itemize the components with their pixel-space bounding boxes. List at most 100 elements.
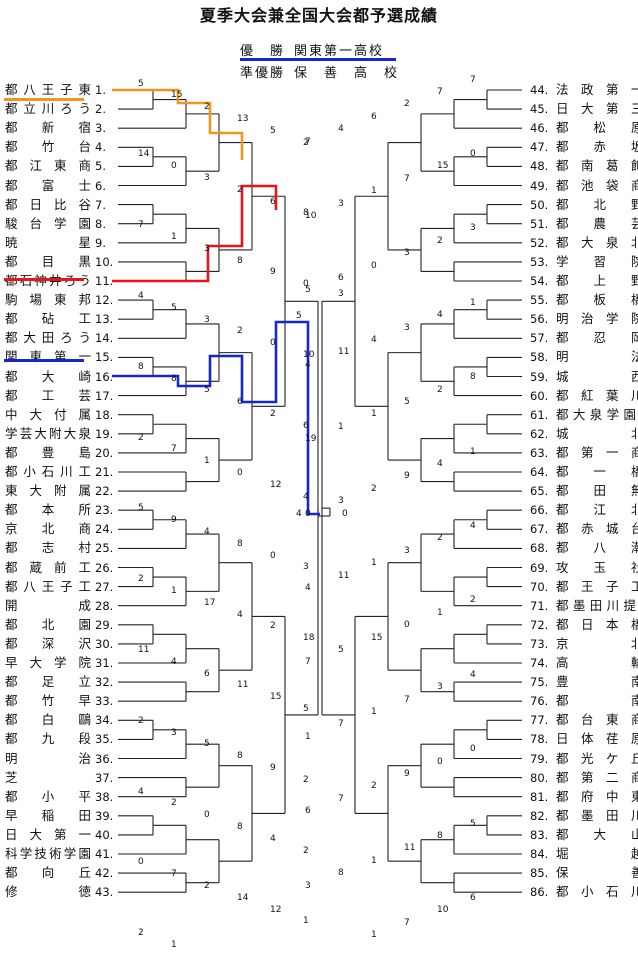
left-team-number: 31.: [95, 656, 114, 670]
right-score: 2: [371, 484, 377, 494]
left-team-number: 12.: [95, 293, 114, 308]
left-score: 2: [270, 409, 276, 419]
left-team-name: 都小石川工: [5, 464, 91, 479]
left-score: 9: [270, 267, 276, 277]
left-team-name: 芝: [5, 769, 18, 785]
right-team-name: 攻 玉 社: [556, 559, 638, 575]
right-team-number: 57.: [530, 331, 549, 346]
right-team-number: 81.: [530, 789, 549, 804]
right-team-number: 53.: [530, 254, 549, 269]
left-team-number: 29.: [95, 617, 114, 632]
left-score: 0: [270, 338, 276, 348]
left-score: 2: [138, 716, 144, 726]
left-score: 5: [204, 739, 210, 749]
left-score: 17: [204, 598, 215, 608]
left-score: 9: [171, 515, 177, 525]
right-team-name: 都 王 子 工: [556, 578, 638, 594]
left-team-name: 早 稲 田: [5, 807, 91, 823]
left-team-name: 都立川ろう: [5, 101, 91, 117]
right-score: 4: [305, 583, 311, 593]
right-score: 9: [404, 769, 410, 779]
right-team-name: 都 板 橋: [556, 292, 638, 308]
left-score: 10: [303, 350, 315, 360]
right-score: 10: [437, 905, 449, 915]
runner-up-team: 保 善 高 校: [294, 66, 400, 81]
left-team-number: 4.: [95, 140, 106, 155]
left-team-name: 都 竹 台: [5, 139, 91, 155]
left-team-number: 27.: [95, 579, 114, 594]
left-score: 2: [237, 185, 243, 195]
left-team-number: 38.: [95, 789, 114, 804]
left-team-name: 都大田ろう: [5, 330, 91, 346]
left-score: 2: [138, 433, 144, 443]
champion-team: 関東第一高校: [294, 44, 385, 59]
left-score: 5: [303, 704, 309, 714]
left-team-number: 2.: [95, 102, 106, 117]
page-title: 夏季大会兼全国大会都予選成績: [199, 6, 438, 25]
right-team-name: 都 紅 葉 川: [556, 387, 638, 403]
left-score: 7: [138, 220, 144, 230]
right-score: 11: [338, 347, 349, 357]
right-score: 3: [404, 323, 410, 333]
left-score: 3: [204, 173, 210, 183]
right-score: 5: [404, 397, 410, 407]
left-score: 13: [237, 114, 248, 124]
right-team-name: 日 大 第 三: [556, 101, 638, 117]
right-team-name: 日 体 荏 原: [556, 731, 638, 747]
left-score: 5: [138, 79, 144, 89]
right-team-number: 50.: [530, 197, 549, 212]
left-team-name: 都八王子東: [5, 82, 91, 97]
right-team-number: 82.: [530, 808, 549, 823]
right-team-number: 70.: [530, 579, 549, 594]
left-team-number: 22.: [95, 484, 114, 499]
right-score: 1: [437, 608, 443, 618]
left-score: 3: [171, 728, 177, 738]
right-team-number: 74.: [530, 656, 549, 670]
left-team-number: 34.: [95, 713, 114, 728]
left-score: 5: [270, 126, 276, 136]
right-team-number: 60.: [530, 388, 549, 403]
champion-label: 優 勝: [240, 44, 286, 59]
right-score: 6: [470, 893, 476, 903]
right-score: 4: [437, 459, 443, 469]
right-team-number: 58.: [530, 350, 549, 365]
left-team-name: 都蔵前工: [5, 559, 91, 575]
right-team-number: 77.: [530, 713, 549, 728]
left-score: 12: [270, 905, 281, 915]
left-team-number: 26.: [95, 560, 114, 575]
right-team-number: 48.: [530, 159, 549, 174]
left-team-name: 都江東商: [5, 158, 91, 174]
right-team-number: 72.: [530, 617, 549, 632]
left-score: 8: [237, 822, 243, 832]
right-team-number: 56.: [530, 312, 549, 327]
right-team-name: 都墨田川提: [556, 597, 636, 613]
right-team-name: 都 田 無: [556, 483, 638, 499]
right-team-name: 都 台 東 商: [556, 712, 638, 728]
left-team-number: 1.: [95, 83, 106, 97]
left-team-number: 9.: [95, 235, 106, 250]
right-score: 19: [305, 434, 317, 444]
right-team-name: 都 墨 田 川: [556, 807, 638, 823]
right-score: 8: [437, 831, 443, 841]
right-score: 0: [305, 509, 311, 519]
right-score: 3: [404, 248, 410, 258]
right-score: 7: [338, 794, 344, 804]
left-score: 5: [171, 303, 177, 313]
right-score: 1: [470, 447, 476, 457]
left-score: 1: [171, 586, 177, 596]
right-team-name: 都 南 葛 飾: [556, 158, 638, 174]
left-team-number: 36.: [95, 751, 114, 766]
right-team-number: 75.: [530, 675, 549, 690]
left-team-name: 都 新 宿: [5, 120, 91, 136]
left-score: 0: [171, 161, 177, 171]
orange-path: [112, 88, 244, 160]
left-team-name: 駿台学園: [5, 215, 91, 231]
right-team-number: 78.: [530, 732, 549, 747]
right-score: 7: [305, 657, 311, 667]
right-score: 11: [404, 843, 415, 853]
right-score: 3: [437, 682, 443, 692]
left-team-number: 6.: [95, 178, 106, 193]
right-score: 7: [338, 719, 344, 729]
right-score: 10: [305, 211, 317, 221]
